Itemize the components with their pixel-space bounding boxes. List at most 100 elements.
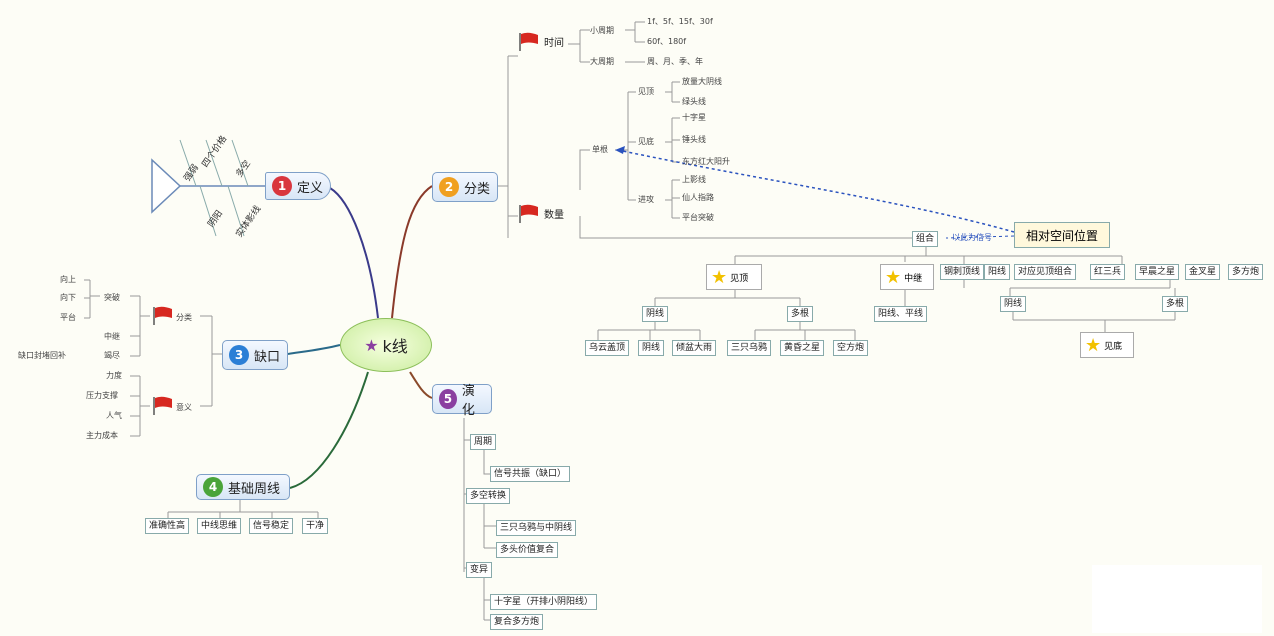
- pattern-item[interactable]: 对应见顶组合: [1014, 264, 1077, 280]
- evolve-item[interactable]: 多头价值复合: [496, 542, 559, 558]
- star-icon: ★: [364, 335, 379, 355]
- combo-bottom-node[interactable]: ★ 见底: [1080, 332, 1134, 358]
- pattern-item[interactable]: 三只乌鸦: [727, 340, 772, 356]
- pattern-item[interactable]: 倾盆大雨: [672, 340, 717, 356]
- evolve-item[interactable]: 变异: [466, 562, 493, 578]
- fish-bone: [179, 139, 197, 187]
- evolve-item[interactable]: 十字星（开排小阴阳线）: [490, 594, 598, 610]
- evolve-item[interactable]: 信号共振（缺口）: [490, 466, 571, 482]
- combo-note: 以此为信号: [952, 233, 992, 242]
- evolve-item[interactable]: 周期: [470, 434, 497, 450]
- bull-node[interactable]: 多根: [1162, 296, 1189, 312]
- pattern-item[interactable]: 早晨之星: [1135, 264, 1180, 280]
- relative-position-node[interactable]: 相对空间位置: [1014, 222, 1110, 248]
- topic-classify[interactable]: 2 分类: [432, 172, 498, 202]
- branch-definition: [329, 187, 379, 319]
- topic-label: 演化: [461, 384, 475, 418]
- branch-classify: [391, 185, 433, 319]
- base-item[interactable]: 信号稳定: [249, 518, 294, 534]
- topic-label: 定义: [297, 180, 324, 196]
- fish-bone: [231, 139, 249, 187]
- pattern-item[interactable]: 乌云盖顶: [585, 340, 630, 356]
- gap-connectors: [84, 279, 222, 437]
- big-cycle-label: 大周期: [590, 57, 614, 66]
- pattern-item[interactable]: 阳线: [984, 264, 1011, 280]
- pattern-item[interactable]: 钢刺顶线: [940, 264, 985, 280]
- pattern-item[interactable]: 空方炮: [833, 340, 869, 356]
- topic-evolve[interactable]: 5 演化: [432, 384, 492, 418]
- number-icon: 3: [229, 345, 249, 365]
- bull-node[interactable]: 多根: [787, 306, 814, 322]
- gap-long-label: 缺口封堵回补: [18, 351, 66, 360]
- group-item: 十字星: [682, 113, 706, 122]
- group-item: 上影线: [682, 175, 706, 184]
- pattern-item[interactable]: 黄昏之星: [780, 340, 825, 356]
- center-topic[interactable]: ★ k线: [340, 318, 432, 372]
- gap-item: 平台: [60, 313, 76, 322]
- small-cycle-label: 小周期: [590, 26, 614, 35]
- time-label: 时间: [544, 38, 564, 49]
- small-cycle-item: 1f、5f、15f、30f: [647, 17, 713, 26]
- pattern-item[interactable]: 多方炮: [1228, 264, 1264, 280]
- group-item: 绿头线: [682, 97, 706, 106]
- branch-evolve: [409, 371, 433, 399]
- topic-definition[interactable]: 1 定义: [265, 172, 331, 200]
- base-connectors: [167, 500, 319, 518]
- group-label: 进攻: [638, 195, 654, 204]
- gap-classify-label: 分类: [176, 313, 192, 322]
- base-item[interactable]: 干净: [302, 518, 329, 534]
- combo-node[interactable]: 组合: [912, 231, 939, 247]
- pattern-item[interactable]: 阴线: [638, 340, 665, 356]
- group-label: 见底: [638, 137, 654, 146]
- pattern-item[interactable]: 金叉星: [1185, 264, 1221, 280]
- bear-node[interactable]: 阴线: [642, 306, 669, 322]
- bear-node[interactable]: 阴线: [1000, 296, 1027, 312]
- big-cycle-item: 周、月、季、年: [647, 57, 703, 66]
- fish-bone: [205, 139, 223, 187]
- number-icon: 4: [203, 477, 223, 497]
- meaning-item: 力度: [106, 371, 122, 380]
- quantity-label: 数量: [544, 210, 564, 221]
- combo-bottom-label: 见底: [1104, 341, 1123, 352]
- evolve-item[interactable]: 三只乌鸦与中阴线: [496, 520, 577, 536]
- topic-base[interactable]: 4 基础周线: [196, 474, 290, 500]
- evolve-item[interactable]: 复合多方炮: [490, 614, 544, 630]
- meaning-item: 压力支撑: [86, 391, 118, 400]
- combo-connectors: [597, 246, 1176, 340]
- gap-meaning-label: 意义: [176, 403, 192, 412]
- gap-item: 向上: [60, 275, 76, 284]
- number-icon: 1: [272, 176, 292, 196]
- quantity-connectors: [579, 81, 912, 239]
- gap-item: 向下: [60, 293, 76, 302]
- time-connectors: [568, 21, 645, 63]
- star-icon: ★: [885, 266, 902, 288]
- combo-top-node[interactable]: ★ 见顶: [706, 264, 762, 290]
- fish-bone: [227, 185, 245, 237]
- combo-middle-node[interactable]: ★ 中继: [880, 264, 934, 290]
- topic-label: 分类: [464, 181, 491, 197]
- red-flag-icon: [153, 306, 172, 325]
- topic-label: 基础周线: [228, 481, 281, 497]
- group-item: 仙人指路: [682, 193, 714, 202]
- branch-gap: [287, 344, 341, 355]
- meaning-item: 主力成本: [86, 431, 118, 440]
- combo-top-label: 见顶: [730, 273, 749, 284]
- pattern-item[interactable]: 阳线、平线: [874, 306, 928, 322]
- relation-dotted-line: [617, 149, 1015, 233]
- pattern-item[interactable]: 红三兵: [1090, 264, 1126, 280]
- red-flag-icon: [153, 396, 172, 415]
- single-label: 单根: [592, 145, 608, 154]
- center-label: k线: [382, 337, 408, 356]
- base-item[interactable]: 准确性高: [145, 518, 190, 534]
- small-cycle-item: 60f、180f: [647, 37, 687, 46]
- red-flag-icon: [519, 32, 538, 51]
- combo-middle-label: 中继: [904, 273, 923, 284]
- topic-gap[interactable]: 3 缺口: [222, 340, 288, 370]
- base-item[interactable]: 中线思维: [197, 518, 242, 534]
- red-flag-icon: [519, 204, 538, 223]
- relation-dotted-line-2: [945, 235, 1015, 239]
- blank-patch: [1092, 565, 1262, 633]
- evolve-item[interactable]: 多空转换: [466, 488, 511, 504]
- gap-sub-label: 突破: [104, 293, 120, 302]
